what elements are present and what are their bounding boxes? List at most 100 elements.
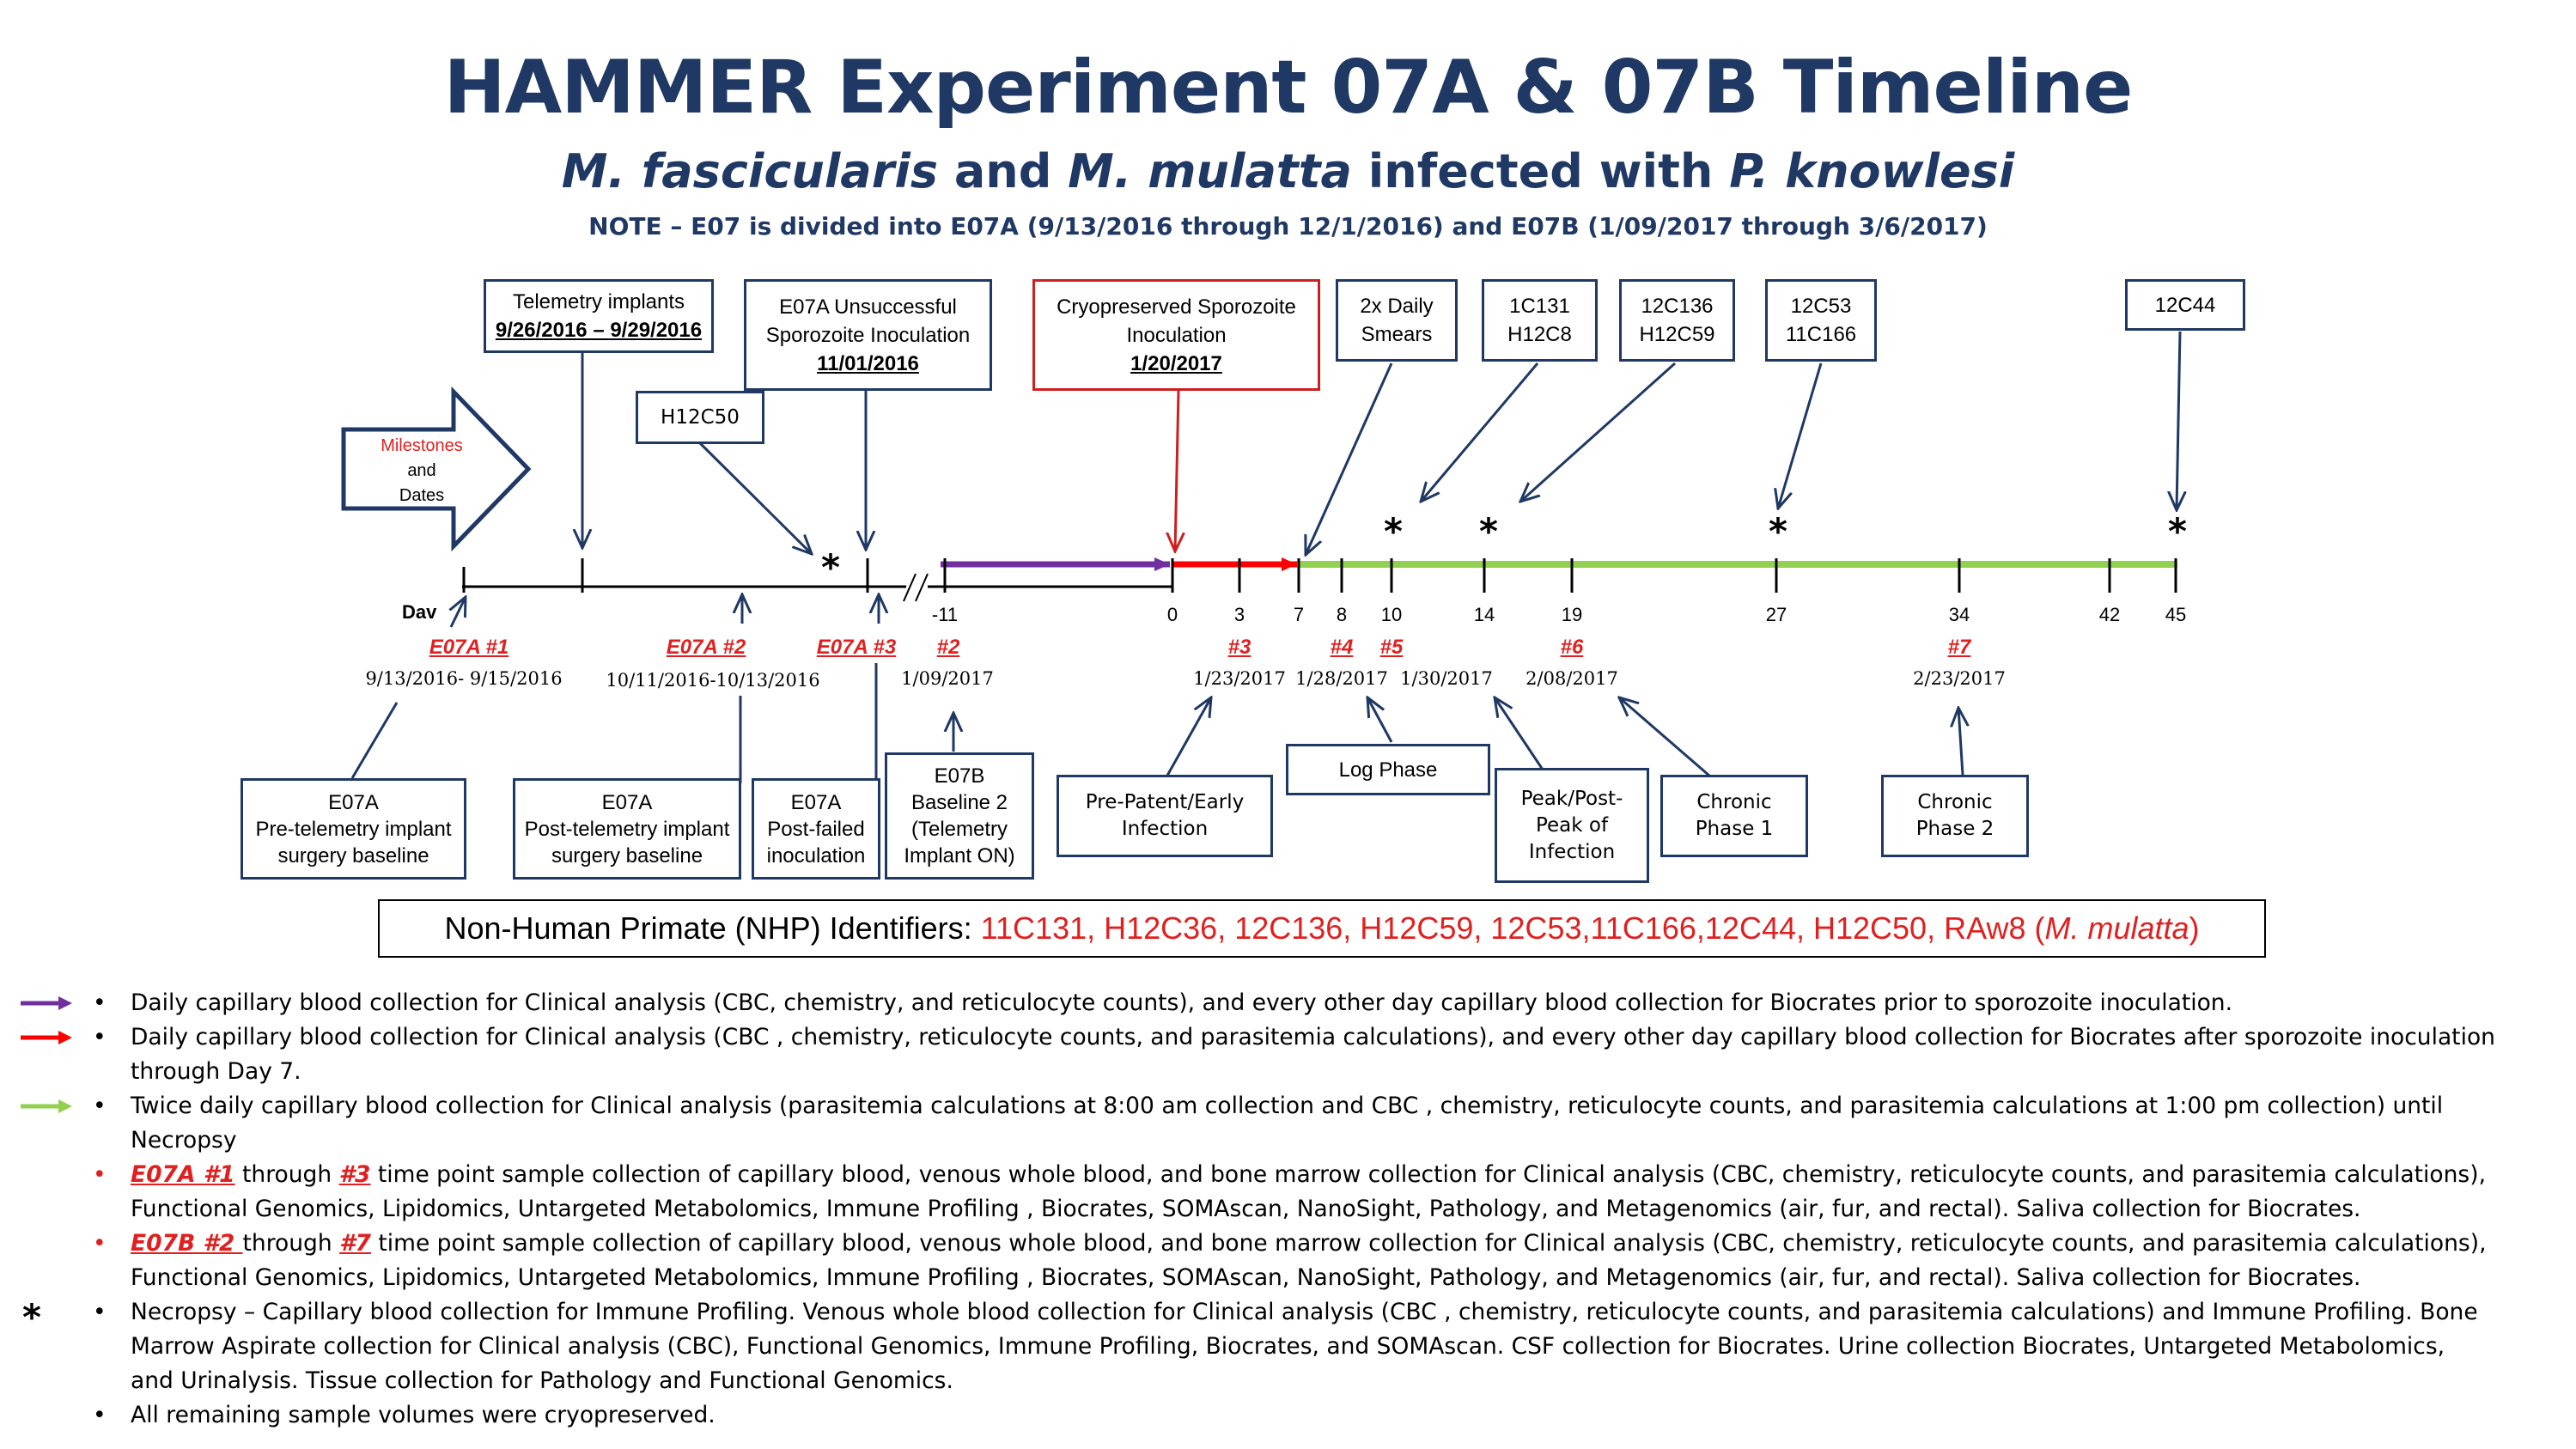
legend-e07a: • E07A #1 through #3 time point sample c…	[0, 1158, 2576, 1192]
box-line: Infection	[1528, 840, 1616, 863]
event-label: #5	[1379, 636, 1404, 659]
box-line: Peak of	[1535, 813, 1609, 837]
box-date: 9/26/2016 – 9/29/2016	[495, 319, 703, 342]
tick-label: 45	[2165, 604, 2187, 625]
nhp-identifiers-box: Non-Human Primate (NHP) Identifiers: 11C…	[378, 899, 2266, 958]
box-line: H12C50	[661, 405, 740, 429]
tick-label: 19	[1561, 604, 1583, 625]
legend-text: Marrow Aspirate collection for Clinical …	[131, 1333, 2445, 1360]
box-post-telemetry-baseline: E07A Post-telemetry implant surgery base…	[513, 778, 741, 880]
legend-e07b: • E07B #2 through #7 time point sample c…	[0, 1227, 2576, 1261]
box-line: Phase 1	[1695, 818, 1774, 840]
box-line: Sporozoite Inoculation	[765, 323, 971, 347]
tick-label: 42	[2098, 604, 2121, 625]
species-1: M. fascicularis	[561, 144, 939, 198]
box-line: E07B	[934, 764, 985, 788]
green-arrow-icon	[21, 1099, 72, 1113]
nhp-prefix: Non-Human Primate (NHP) Identifiers:	[444, 910, 981, 946]
box-12c44: 12C44	[2125, 279, 2245, 331]
legend-e07b-cont: Functional Genomics, Lipidomics, Untarge…	[0, 1261, 2576, 1295]
box-line: Smears	[1361, 323, 1433, 346]
box-line: E07A	[328, 790, 379, 814]
legend-text: time point sample collection of capillar…	[370, 1230, 2487, 1257]
necropsy-star: *	[1479, 510, 1498, 552]
event-label: #2	[936, 636, 960, 659]
legend-event: #3	[338, 1161, 371, 1188]
event-date: 1/23/2017	[1193, 668, 1286, 689]
legend-necropsy-cont: and Urinalysis. Tissue collection for Pa…	[0, 1364, 2576, 1398]
tick-label: 7	[1293, 604, 1305, 625]
legend-e07a-cont: Functional Genomics, Lipidomics, Untarge…	[0, 1192, 2576, 1227]
box-line: Chronic	[1696, 791, 1772, 813]
box-peak-infection: Peak/Post- Peak of Infection	[1495, 768, 1649, 883]
tick-label: 27	[1765, 604, 1787, 625]
legend-text: Necropsy – Capillary blood collection fo…	[131, 1299, 2478, 1325]
box-line: E07A	[790, 790, 842, 814]
box-pre-telemetry-baseline: E07A Pre-telemetry implant surgery basel…	[241, 778, 466, 880]
page-subtitle: M. fascicularis and M. mulatta infected …	[0, 144, 2576, 198]
box-line: Implant ON)	[904, 844, 1015, 868]
legend-text: Necropsy	[131, 1127, 237, 1154]
box-e07b-baseline-2: E07B Baseline 2 (Telemetry Implant ON)	[885, 752, 1034, 880]
box-line: Pre-Patent/Early	[1085, 791, 1245, 813]
star-icon: *	[22, 1296, 41, 1338]
legend-green-cont: Necropsy	[0, 1123, 2576, 1158]
box-log-phase: Log Phase	[1286, 744, 1490, 795]
box-2x-daily-smears: 2x Daily Smears	[1336, 279, 1458, 362]
bullet: •	[93, 989, 107, 1016]
box-line: Cryopreserved Sporozoite	[1057, 295, 1296, 319]
event-date: 10/11/2016-10/13/2016	[606, 670, 820, 691]
legend-text: Daily capillary blood collection for Cli…	[131, 989, 2233, 1016]
legend-event: E07B #2	[131, 1230, 243, 1257]
event-label: #4	[1330, 636, 1354, 659]
milestones-line1: Milestones	[381, 436, 463, 455]
legend-purple: • Daily capillary blood collection for C…	[0, 986, 2576, 1020]
box-line: surgery baseline	[551, 843, 703, 868]
legend-text: through	[234, 1161, 339, 1188]
day-label: Dav	[402, 601, 437, 623]
necropsy-star: *	[1384, 510, 1403, 552]
event-label: #7	[1947, 636, 1971, 659]
bullet: •	[93, 1299, 107, 1325]
legend-text: Functional Genomics, Lipidomics, Untarge…	[131, 1196, 2361, 1222]
box-1c131-h12c8: 1C131 H12C8	[1482, 279, 1598, 362]
box-post-failed-inoculation: E07A Post-failed inoculation	[752, 778, 880, 880]
page-title: HAMMER Experiment 07A & 07B Timeline	[443, 45, 2134, 131]
box-line: 11C166	[1785, 323, 1857, 346]
legend-necropsy-cont: Marrow Aspirate collection for Clinical …	[0, 1330, 2576, 1364]
note: NOTE – E07 is divided into E07A (9/13/20…	[588, 212, 1988, 240]
legend-red: • Daily capillary blood collection for C…	[0, 1020, 2576, 1055]
legend-last: • All remaining sample volumes were cryo…	[0, 1398, 2576, 1433]
necropsy-star: *	[821, 546, 840, 588]
legend-text: through Day 7.	[131, 1058, 301, 1085]
event-date: 2/23/2017	[1913, 668, 2006, 689]
event-date: 1/09/2017	[901, 668, 994, 689]
purple-arrow-icon	[21, 996, 72, 1010]
event-label: #6	[1560, 636, 1584, 659]
legend-text: Twice daily capillary blood collection f…	[131, 1093, 2444, 1119]
bullet: •	[93, 1093, 107, 1119]
necropsy-star: *	[1769, 510, 1787, 552]
box-line: Chronic	[1917, 791, 1993, 813]
box-line: Telemetry implants	[512, 290, 685, 314]
milestones-line3: Dates	[399, 486, 445, 505]
box-12c53-11c166: 12C53 11C166	[1765, 279, 1877, 362]
box-line: surgery baseline	[277, 843, 429, 868]
box-date: 11/01/2016	[817, 351, 919, 375]
tick-label: -11	[931, 604, 959, 625]
event-date: 2/08/2017	[1526, 668, 1618, 689]
necropsy-star: *	[2168, 510, 2187, 552]
box-telemetry-implants: Telemetry implants 9/26/2016 – 9/29/2016	[484, 279, 714, 353]
box-line: 2x Daily	[1360, 295, 1434, 318]
milestones-arrow-icon	[341, 386, 532, 552]
box-line: (Telemetry	[910, 818, 1008, 841]
box-12c136-h12c59: 12C136 H12C59	[1619, 279, 1735, 362]
tick-label: 8	[1336, 604, 1348, 625]
species-3: P. knowlesi	[1729, 144, 2015, 198]
tick-label: 3	[1233, 604, 1245, 625]
nhp-ids: 11C131, H12C36, 12C136, H12C59, 12C53,11…	[980, 910, 2045, 946]
box-line: 12C53	[1790, 295, 1852, 318]
event-label: E07A #1	[429, 636, 509, 659]
box-line: E07A	[601, 790, 653, 814]
